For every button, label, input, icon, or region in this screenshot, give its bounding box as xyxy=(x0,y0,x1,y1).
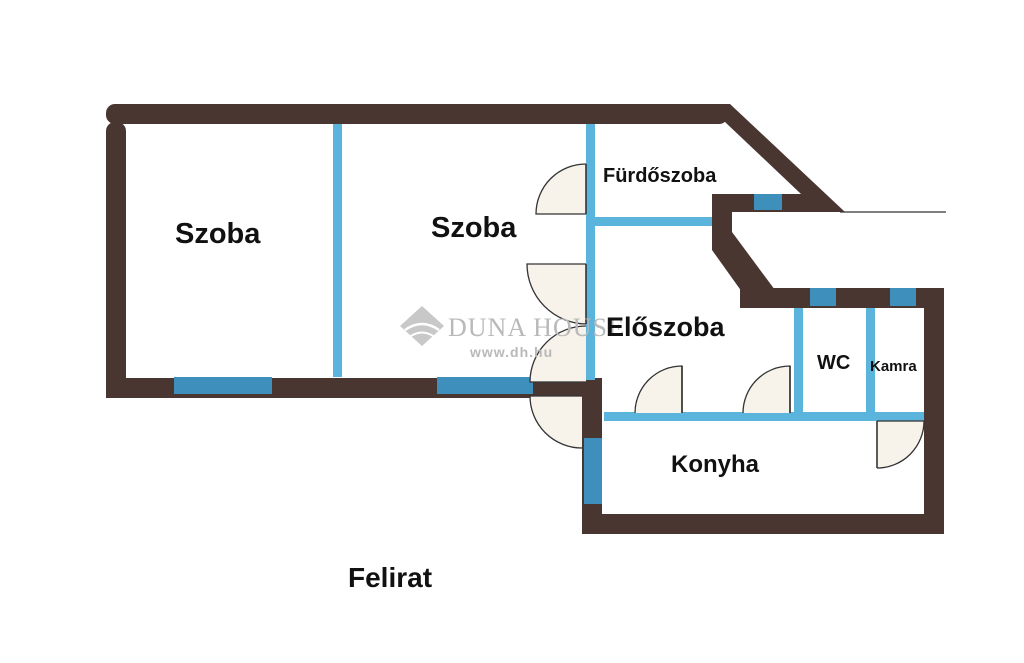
room-label-hallway: Előszoba xyxy=(606,312,726,342)
door-leaves xyxy=(585,164,878,468)
wall-diagonal-top xyxy=(712,104,845,212)
window-bathroom xyxy=(754,194,782,210)
door-kamra xyxy=(876,420,925,469)
wall-bottom-kitchen xyxy=(582,514,944,534)
plan-caption: Felirat xyxy=(348,562,432,593)
partition-rooms xyxy=(333,124,342,377)
partition-bath-bottom xyxy=(595,217,712,226)
wall-top xyxy=(106,104,728,124)
window-room-left xyxy=(174,377,272,394)
windows xyxy=(174,194,916,504)
window-kitchen xyxy=(584,438,602,504)
watermark-name: DUNA HOUSE xyxy=(448,313,625,342)
room-label-wc: WC xyxy=(817,352,850,374)
wall-inner-diagonal xyxy=(712,194,775,306)
doors xyxy=(526,163,925,469)
door-hall-kitchen-2 xyxy=(742,365,791,414)
partitions xyxy=(333,124,924,421)
wall-left xyxy=(106,122,126,397)
room-label-bathroom: Fürdőszoba xyxy=(603,165,717,187)
room-label-left: Szoba xyxy=(175,218,261,250)
door-hall-kitchen-1 xyxy=(634,365,683,414)
watermark-url: www.dh.hu xyxy=(469,344,553,360)
window-kamra xyxy=(890,288,916,306)
window-wc xyxy=(810,288,836,306)
watermark: DUNA HOUSE www.dh.hu xyxy=(400,306,625,360)
door-entry-upper xyxy=(529,325,587,383)
window-room-middle xyxy=(437,377,533,394)
room-label-pantry: Kamra xyxy=(870,358,917,375)
partition-bath-vertical xyxy=(586,124,595,380)
room-label-middle: Szoba xyxy=(431,212,517,244)
partition-wc-left xyxy=(794,308,803,420)
door-bathroom xyxy=(535,163,587,215)
room-label-kitchen: Konyha xyxy=(671,451,760,478)
partition-kitchen-top xyxy=(604,412,924,421)
duna-house-logo-icon xyxy=(400,306,444,346)
wall-right xyxy=(924,288,944,534)
partition-wc-kamra xyxy=(866,308,875,420)
door-room-middle xyxy=(526,263,587,325)
door-entry-lower xyxy=(529,395,583,449)
